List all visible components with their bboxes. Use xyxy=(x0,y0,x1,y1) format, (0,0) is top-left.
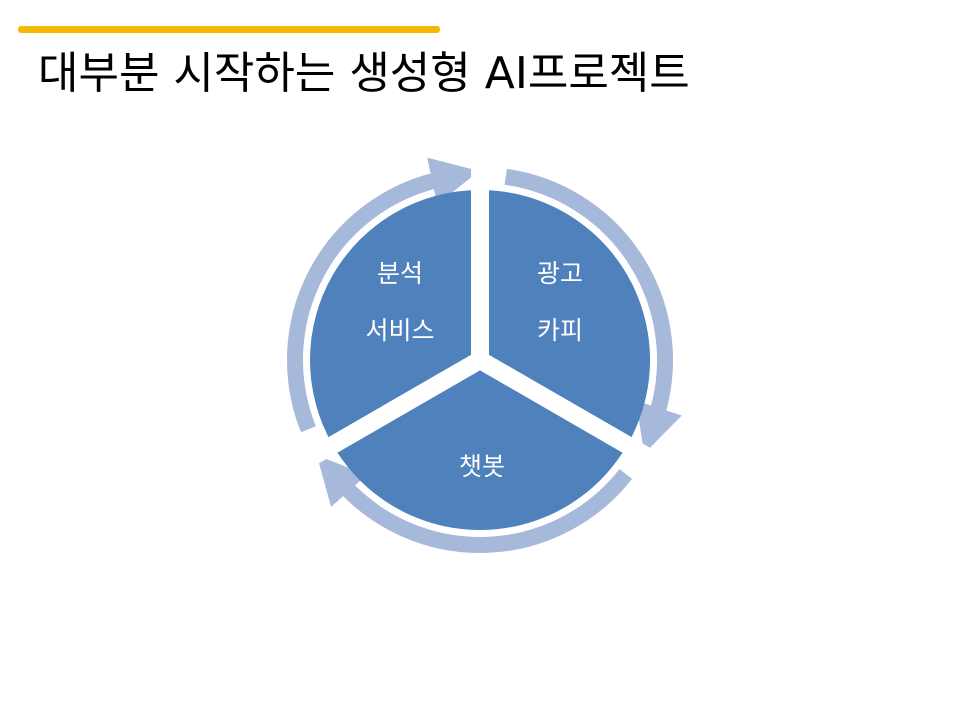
cycle-segments xyxy=(302,160,658,530)
cycle-arrow-3 xyxy=(287,157,480,433)
cycle-arrow-1 xyxy=(504,168,682,454)
segment-divider-2 xyxy=(475,352,658,468)
segment-2-label-line-1: 챗봇 xyxy=(459,452,505,481)
cycle-arrow-2 xyxy=(316,455,633,553)
slide-title: 대부분 시작하는 생성형 AI프로젝트 xyxy=(38,48,690,99)
segment-divider-3 xyxy=(302,352,485,468)
segment-1-label-line-1: 광고 xyxy=(537,259,583,288)
segment-3-label-line-2: 서비스 xyxy=(365,316,434,345)
ring-arrows xyxy=(287,157,682,553)
title-accent-bar xyxy=(18,26,440,33)
segment-1-label-line-2: 카피 xyxy=(537,316,583,345)
segment-3-label-line-1: 분석 xyxy=(377,259,423,288)
